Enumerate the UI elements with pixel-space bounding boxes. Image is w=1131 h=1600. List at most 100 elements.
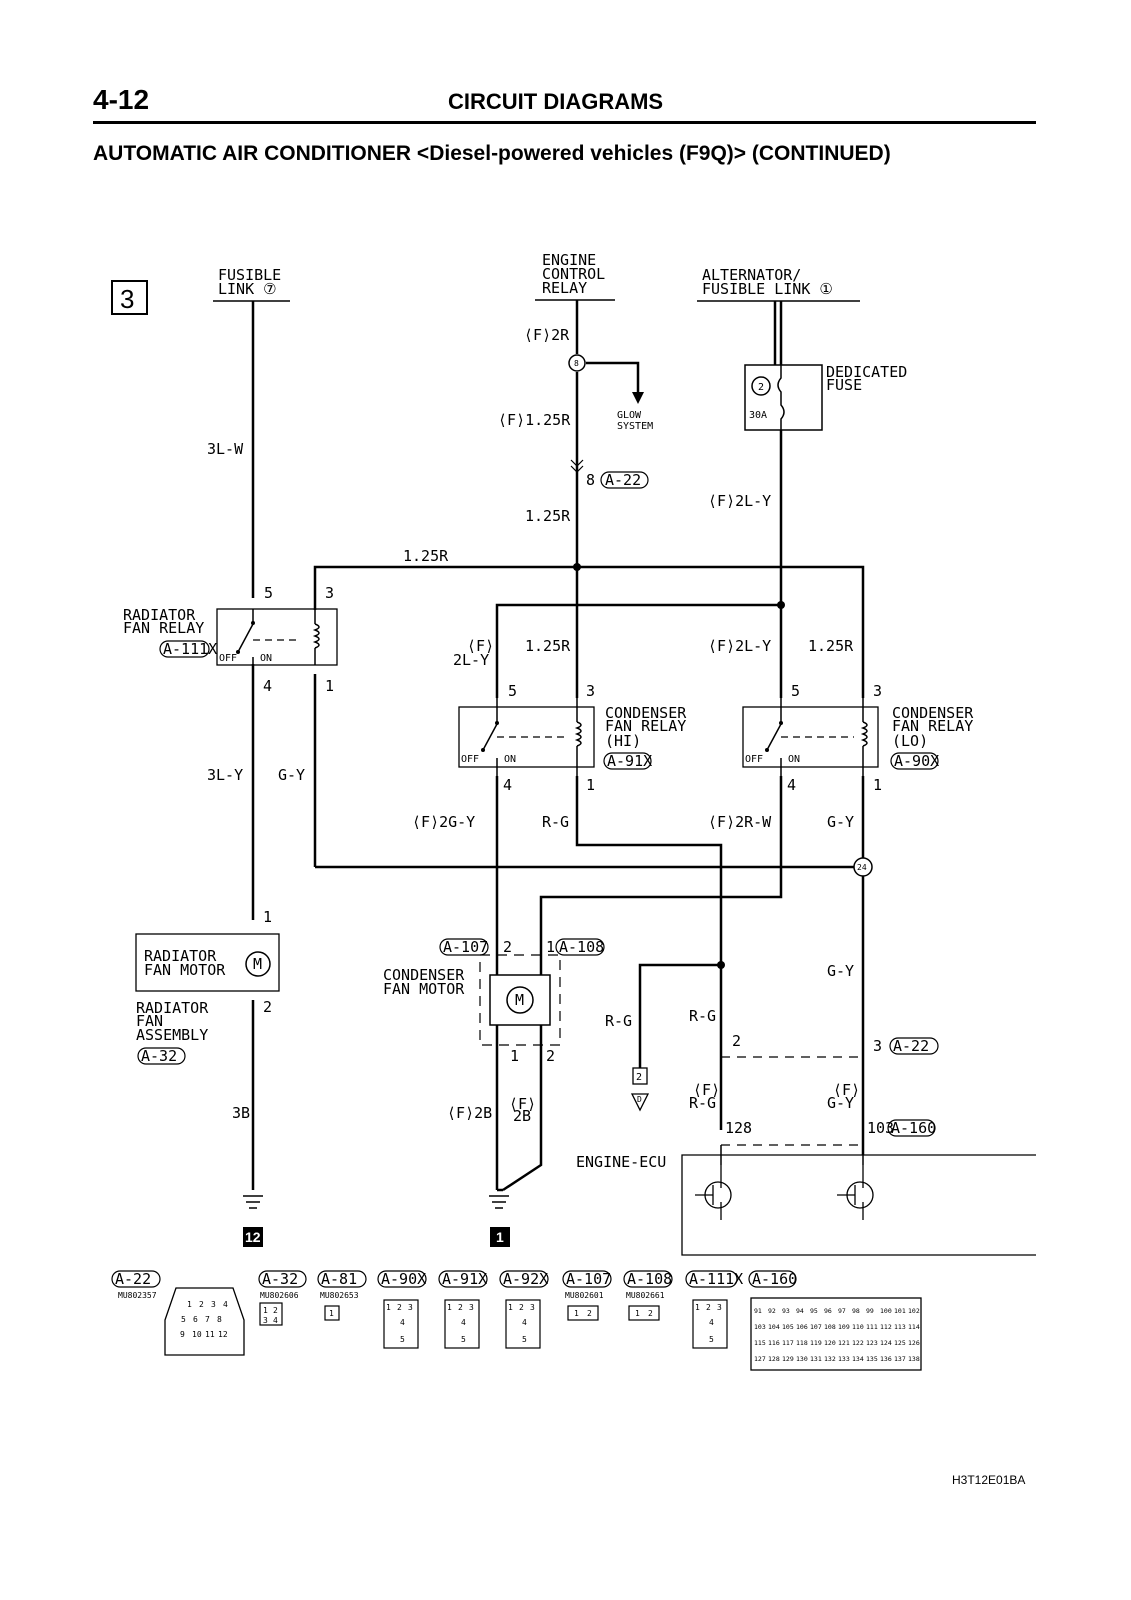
- svg-text:MU802653: MU802653: [320, 1291, 359, 1300]
- svg-text:A-32: A-32: [141, 1047, 177, 1065]
- svg-text:1: 1: [263, 908, 272, 926]
- page-number: 4-12: [93, 84, 150, 115]
- svg-text:1.25R: 1.25R: [525, 637, 571, 655]
- svg-text:2: 2: [397, 1303, 402, 1312]
- a160-pin: 120: [824, 1339, 836, 1347]
- svg-text:⟨F⟩: ⟨F⟩: [833, 1081, 860, 1099]
- svg-text:3: 3: [586, 682, 595, 700]
- svg-text:4: 4: [709, 1318, 714, 1327]
- svg-text:⟨F⟩2B: ⟨F⟩2B: [447, 1104, 492, 1122]
- svg-text:⟨F⟩2R-W: ⟨F⟩2R-W: [708, 813, 772, 831]
- legend-a111x: A-111X 1 2 3 4 5: [685, 1270, 743, 1349]
- svg-text:FAN: FAN: [136, 1012, 163, 1030]
- a160-pin: 92: [768, 1307, 776, 1315]
- svg-text:FAN MOTOR: FAN MOTOR: [144, 961, 226, 979]
- svg-text:5: 5: [791, 682, 800, 700]
- svg-text:G-Y: G-Y: [827, 813, 854, 831]
- a160-pin: 133: [838, 1355, 850, 1363]
- a160-pin: 121: [838, 1339, 850, 1347]
- a160-pin: 93: [782, 1307, 790, 1315]
- engine-control-relay-label: ENGINE CONTROL RELAY: [535, 251, 615, 301]
- svg-text:A-111X: A-111X: [689, 1270, 743, 1288]
- a160-pin: 104: [768, 1323, 780, 1331]
- svg-text:⟨F⟩: ⟨F⟩: [693, 1081, 720, 1099]
- a160-pin: 118: [796, 1339, 808, 1347]
- svg-text:5: 5: [400, 1335, 405, 1344]
- a160-pin: 125: [894, 1339, 906, 1347]
- a160-pin: 106: [796, 1323, 808, 1331]
- a160-pin: 136: [880, 1355, 892, 1363]
- svg-text:3L-Y: 3L-Y: [207, 766, 243, 784]
- svg-text:1: 1: [873, 776, 882, 794]
- svg-text:2: 2: [503, 938, 512, 956]
- svg-text:9: 9: [180, 1330, 185, 1339]
- svg-text:12: 12: [218, 1330, 228, 1339]
- svg-text:5: 5: [709, 1335, 714, 1344]
- svg-text:M: M: [515, 991, 524, 1009]
- svg-text:1: 1: [325, 677, 334, 695]
- legend-a81: A-81 MU802653 1: [317, 1270, 367, 1321]
- svg-text:R-G: R-G: [605, 1012, 632, 1030]
- svg-text:2: 2: [706, 1303, 711, 1312]
- svg-text:ASSEMBLY: ASSEMBLY: [136, 1026, 208, 1044]
- svg-text:1: 1: [586, 776, 595, 794]
- svg-text:A-91X: A-91X: [442, 1270, 487, 1288]
- radiator-fan-relay: 5 3 4 1 OFF ON RADIATOR FAN RELAY A-111X: [123, 584, 338, 695]
- svg-text:A-107: A-107: [443, 938, 488, 956]
- svg-text:2: 2: [648, 1309, 653, 1318]
- svg-text:CONDENSER: CONDENSER: [383, 966, 465, 984]
- svg-text:RADIATOR: RADIATOR: [144, 947, 217, 965]
- svg-text:A-92X: A-92X: [503, 1270, 548, 1288]
- svg-text:1.25R: 1.25R: [403, 547, 449, 565]
- svg-text:(HI): (HI): [605, 732, 641, 750]
- svg-text:8: 8: [574, 359, 579, 368]
- svg-text:3: 3: [873, 1037, 882, 1055]
- connector-a22-pin8: 8 A-22: [570, 459, 649, 489]
- radiator-fan-motor: 1 RADIATOR FAN MOTOR M 2 RADIATOR FAN AS…: [135, 908, 280, 1065]
- svg-text:ON: ON: [504, 754, 516, 765]
- svg-text:⟨F⟩2L-Y: ⟨F⟩2L-Y: [708, 492, 771, 510]
- svg-text:1: 1: [546, 938, 555, 956]
- svg-text:4: 4: [223, 1300, 228, 1309]
- a160-pin: 97: [838, 1307, 846, 1315]
- svg-text:M: M: [253, 955, 262, 973]
- svg-text:4: 4: [263, 677, 272, 695]
- svg-text:1: 1: [510, 1047, 519, 1065]
- a160-pin: 91: [754, 1307, 762, 1315]
- splice-8: 8: [568, 354, 586, 372]
- svg-text:2: 2: [732, 1032, 741, 1050]
- section-title: CIRCUIT DIAGRAMS: [448, 89, 664, 114]
- svg-text:3: 3: [530, 1303, 535, 1312]
- svg-text:4: 4: [400, 1318, 405, 1327]
- a160-pin: 96: [824, 1307, 832, 1315]
- svg-text:ENGINE-ECU: ENGINE-ECU: [576, 1153, 666, 1171]
- svg-text:10: 10: [192, 1330, 202, 1339]
- figure-code: H3T12E01BA: [952, 1473, 1026, 1487]
- svg-text:RADIATOR: RADIATOR: [136, 999, 209, 1017]
- svg-text:8: 8: [217, 1315, 222, 1324]
- svg-text:DEDICATED: DEDICATED: [826, 363, 907, 381]
- svg-text:3: 3: [469, 1303, 474, 1312]
- svg-text:FAN MOTOR: FAN MOTOR: [383, 980, 465, 998]
- svg-text:A-108: A-108: [559, 938, 604, 956]
- a160-pin: 112: [880, 1323, 892, 1331]
- svg-text:⟨F⟩2R: ⟨F⟩2R: [524, 326, 570, 344]
- svg-text:R-G: R-G: [689, 1007, 716, 1025]
- svg-text:ALTERNATOR/: ALTERNATOR/: [702, 266, 801, 284]
- legend-a92x: A-92X 1 2 3 4 5: [499, 1270, 549, 1349]
- svg-text:FAN RELAY: FAN RELAY: [123, 619, 204, 637]
- svg-text:5: 5: [522, 1335, 527, 1344]
- svg-text:128: 128: [725, 1119, 752, 1137]
- svg-text:1: 1: [508, 1303, 513, 1312]
- svg-text:RADIATOR: RADIATOR: [123, 606, 196, 624]
- legend-a108: A-108 MU802661 1 2: [623, 1270, 673, 1321]
- a160-pin: 130: [796, 1355, 808, 1363]
- svg-text:A-107: A-107: [566, 1270, 611, 1288]
- a160-pin: 113: [894, 1323, 906, 1331]
- a160-pin: 95: [810, 1307, 818, 1315]
- svg-text:⟨F⟩2G-Y: ⟨F⟩2G-Y: [412, 813, 475, 831]
- svg-text:A-160: A-160: [752, 1270, 797, 1288]
- svg-text:CONTROL: CONTROL: [542, 265, 605, 283]
- a160-pin: 94: [796, 1307, 804, 1315]
